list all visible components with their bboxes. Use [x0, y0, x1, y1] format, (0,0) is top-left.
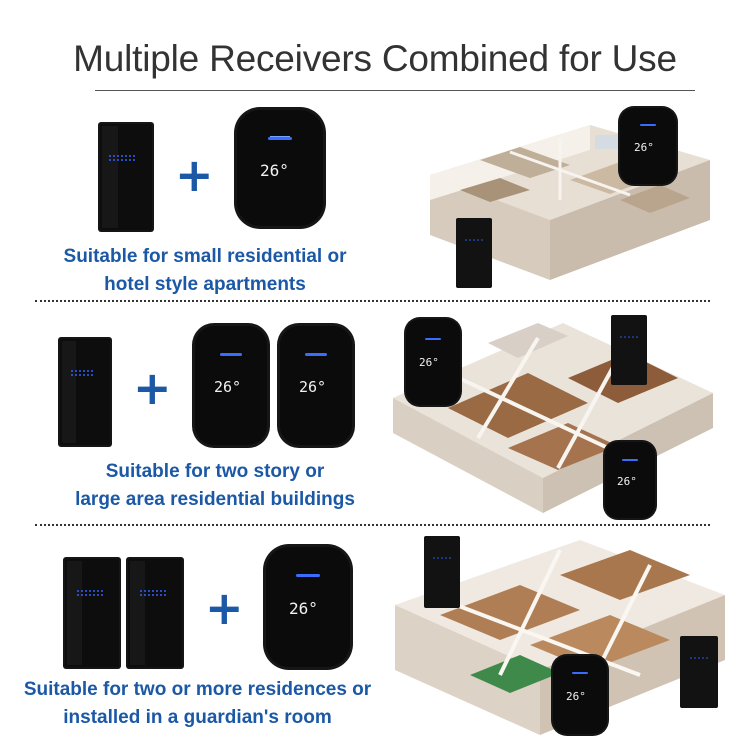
caption-line: Suitable for two or more residences or: [23, 679, 372, 700]
receiver-device: 26°: [404, 317, 462, 407]
receiver-display: 26°: [260, 161, 289, 180]
receiver-display: 26°: [214, 378, 241, 396]
receiver-display: 26°: [299, 378, 326, 396]
receiver-device: 26°: [551, 654, 609, 736]
receiver-device: 26°: [234, 107, 326, 229]
receiver-device: 26°: [263, 544, 353, 670]
transmitter-device: [63, 557, 121, 669]
receiver-display: 26°: [566, 690, 586, 703]
receiver-device: 26°: [618, 106, 678, 186]
transmitter-device: [58, 337, 112, 447]
caption-line: Suitable for small residential or: [63, 246, 347, 267]
caption-line: installed in a guardian's room: [63, 707, 332, 728]
receiver-device: 26°: [277, 323, 355, 448]
plus-icon: +: [205, 581, 244, 635]
caption-line: Suitable for two story or: [105, 461, 325, 482]
section-divider: [35, 524, 710, 526]
receiver-display: 26°: [419, 356, 439, 369]
transmitter-device: [456, 218, 492, 288]
section-caption: Suitable for small residential or hotel …: [10, 243, 400, 299]
transmitter-device: [98, 122, 154, 232]
caption-line: hotel style apartments: [104, 274, 306, 295]
plus-icon: +: [175, 148, 214, 202]
section-caption: Suitable for two or more residences or i…: [0, 676, 395, 732]
section-caption: Suitable for two story or large area res…: [20, 458, 410, 514]
apartment-floorplan-image: [430, 125, 710, 280]
receiver-device: 26°: [192, 323, 270, 448]
receiver-display: 26°: [617, 475, 637, 488]
page-title: Multiple Receivers Combined for Use: [73, 38, 677, 79]
transmitter-device: [424, 536, 460, 608]
transmitter-device: [126, 557, 184, 669]
transmitter-device: [611, 315, 647, 385]
caption-line: large area residential buildings: [75, 489, 355, 510]
title-underline: [95, 90, 695, 91]
plus-icon: +: [133, 361, 172, 415]
section-divider: [35, 300, 710, 302]
receiver-display: 26°: [634, 141, 654, 154]
transmitter-device: [680, 636, 718, 708]
receiver-device: 26°: [603, 440, 657, 520]
receiver-display: 26°: [289, 599, 318, 618]
